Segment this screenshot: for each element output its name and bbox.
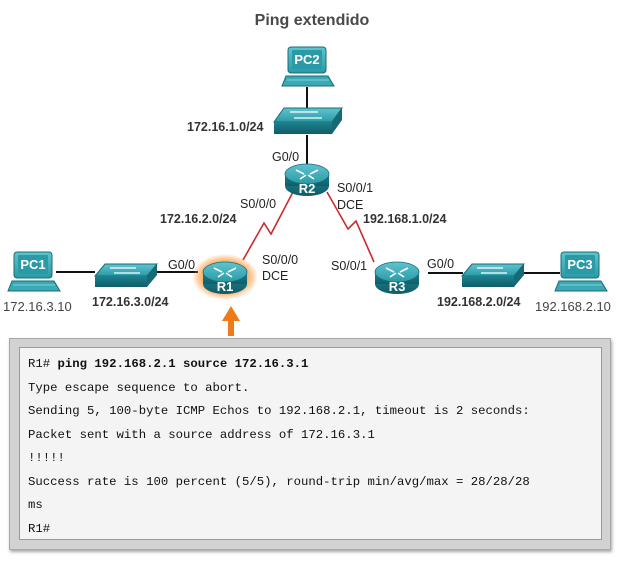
cli-output-panel: R1# ping 192.168.2.1 source 172.16.3.1 T…: [9, 338, 611, 550]
r1-dce-label: DCE: [262, 269, 288, 283]
cli-output-line: Success rate is 100 percent (5/5), round…: [28, 474, 530, 489]
cli-terminal: R1# ping 192.168.2.1 source 172.16.3.1 T…: [19, 347, 602, 540]
switch-lan-pc3-icon: [460, 263, 526, 287]
router-r2-icon: R2: [284, 163, 330, 196]
pc3-ip-address: 192.168.2.10: [535, 299, 611, 314]
pc1-ip-address: 172.16.3.10: [3, 299, 72, 314]
pc1-computer-icon: PC1: [7, 251, 61, 292]
router-r3-icon: R3: [374, 261, 420, 294]
r1-port-s000: S0/0/0: [262, 253, 298, 267]
r2-dce-label: DCE: [337, 198, 363, 212]
router-r1-icon: R1: [192, 254, 258, 300]
r3-label: R3: [389, 279, 406, 294]
switch-lan-pc2-icon: [273, 107, 343, 134]
ethernet-links: [56, 87, 560, 274]
network-label-wan-r1-r2: 172.16.2.0/24: [160, 212, 237, 226]
r3-port-s001: S0/0/1: [331, 259, 367, 273]
pc1-label: PC1: [20, 257, 45, 272]
cli-output-line: Type escape sequence to abort.: [28, 380, 250, 395]
pc3-label: PC3: [567, 257, 592, 272]
cli-output-line: R1#: [28, 521, 51, 536]
network-label-lan-pc3: 192.168.2.0/24: [437, 295, 520, 309]
pc3-computer-icon: PC3: [554, 251, 608, 292]
network-topology-diagram: Ping extendido PC2 R2: [3, 12, 611, 336]
pc2-computer-icon: PC2: [281, 46, 335, 87]
r3-port-g00: G0/0: [427, 257, 454, 271]
pc2-label: PC2: [294, 52, 319, 67]
network-label-wan-r2-r3: 192.168.1.0/24: [363, 212, 446, 226]
cli-output-line: Packet sent with a source address of 172…: [28, 427, 375, 442]
cli-prompt: R1#: [28, 357, 51, 371]
serial-link-r1-r2: [242, 191, 294, 261]
cli-command: ping 192.168.2.1 source 172.16.3.1: [57, 357, 309, 371]
cli-output-line: !!!!!: [28, 451, 65, 465]
arrow-up-icon: [222, 306, 240, 336]
cli-output-line: Sending 5, 100-byte ICMP Echos to 192.16…: [28, 404, 530, 418]
r2-port-g00: G0/0: [272, 150, 299, 164]
serial-link-r2-r3: [326, 191, 375, 263]
network-label-lan-pc1: 172.16.3.0/24: [92, 295, 169, 309]
cli-command-line: R1# ping 192.168.2.1 source 172.16.3.1: [28, 353, 601, 377]
switch-lan-pc1-icon: [93, 263, 159, 287]
diagram-title: Ping extendido: [255, 12, 370, 29]
cli-output-line: ms: [28, 498, 43, 512]
r1-label: R1: [217, 279, 234, 294]
r2-label: R2: [299, 181, 316, 196]
r2-port-s001: S0/0/1: [337, 181, 373, 195]
r1-port-g00: G0/0: [168, 258, 195, 272]
network-label-lan-pc2: 172.16.1.0/24: [187, 120, 264, 134]
r2-port-s000: S0/0/0: [240, 197, 276, 211]
